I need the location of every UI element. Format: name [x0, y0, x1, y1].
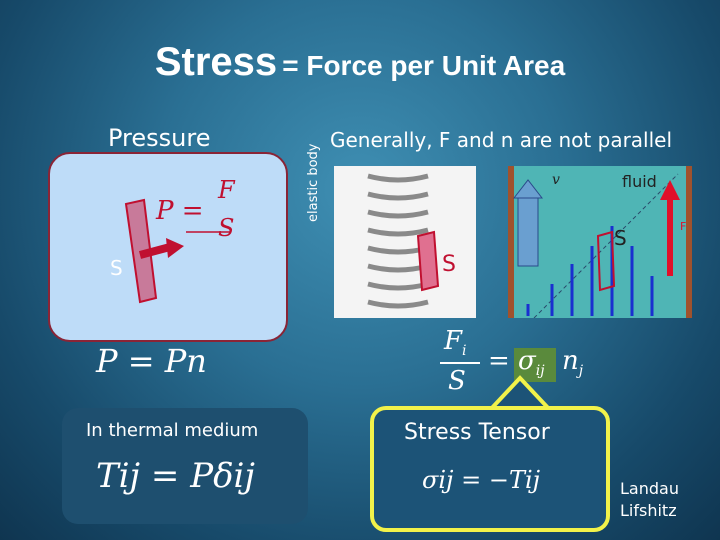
- force-label: F: [680, 220, 687, 233]
- pressure-formula: P =: [156, 196, 204, 226]
- fluid-surface-shape: [596, 230, 616, 292]
- fluid-diagram: [508, 166, 692, 318]
- force-arrow-head: [660, 180, 680, 200]
- stress-tensor-box: [370, 406, 610, 532]
- spring-surface-label: S: [442, 252, 456, 277]
- pressure-diagram: [124, 198, 230, 304]
- formula-equals: =: [488, 346, 510, 376]
- general-caption: Generally, F and n are not parallel: [330, 128, 673, 152]
- thermal-box: [62, 408, 308, 524]
- formula-fraction-bar: [440, 362, 480, 364]
- spring-diagram: [334, 166, 476, 318]
- formula-num-sub: i: [462, 343, 467, 360]
- formula-n-symbol: n: [562, 346, 579, 376]
- velocity-profile-line: [533, 173, 679, 318]
- pressure-formula-den: S: [218, 214, 235, 242]
- pressure-formula-num: F: [218, 176, 235, 204]
- formula-sigma: σij: [518, 346, 545, 379]
- stress-tensor-formula: σij = −Tij: [422, 466, 541, 494]
- spring-background: [334, 166, 476, 318]
- thermal-label: In thermal medium: [86, 420, 259, 441]
- formula-n: nj: [562, 346, 583, 379]
- fluid-label: fluid: [622, 172, 657, 191]
- pressure-label: Pressure: [108, 124, 211, 152]
- thermal-formula: Tij = Pδij: [96, 456, 255, 496]
- formula-num-F: F: [444, 326, 463, 356]
- v-arrow-shaft: [517, 195, 539, 267]
- title-rest: = Force per Unit Area: [282, 50, 566, 81]
- title-main: Stress: [154, 40, 278, 84]
- slide-title: Stress = Force per Unit Area: [0, 40, 720, 85]
- v-arrow-head: [512, 179, 544, 199]
- formula-n-sub: j: [578, 363, 584, 380]
- stress-tensor-label: Stress Tensor: [404, 420, 550, 445]
- reference-author-1: Landau: [620, 479, 679, 498]
- reference-author-2: Lifshitz: [620, 501, 677, 520]
- left-wall: [508, 166, 514, 318]
- formula-numerator: Fi: [444, 326, 467, 359]
- spring-surface-shape: [416, 230, 440, 292]
- normal-arrow-shaft: [138, 243, 172, 259]
- formula-sigma-sub: ij: [535, 363, 545, 380]
- formula-sigma-symbol: σ: [518, 346, 536, 376]
- elastic-body-label: elastic body: [306, 143, 321, 223]
- fluid-background: [508, 166, 692, 318]
- reference: Landau Lifshitz: [620, 478, 679, 522]
- v-label: v: [552, 172, 560, 188]
- normal-arrow-head: [166, 238, 184, 258]
- pressure-surface-label: S: [110, 256, 123, 280]
- fluid-surface-label: S: [614, 226, 627, 250]
- right-wall: [686, 166, 692, 318]
- formula-den-S: S: [448, 366, 466, 396]
- vector-formula: P = Pn: [96, 342, 207, 380]
